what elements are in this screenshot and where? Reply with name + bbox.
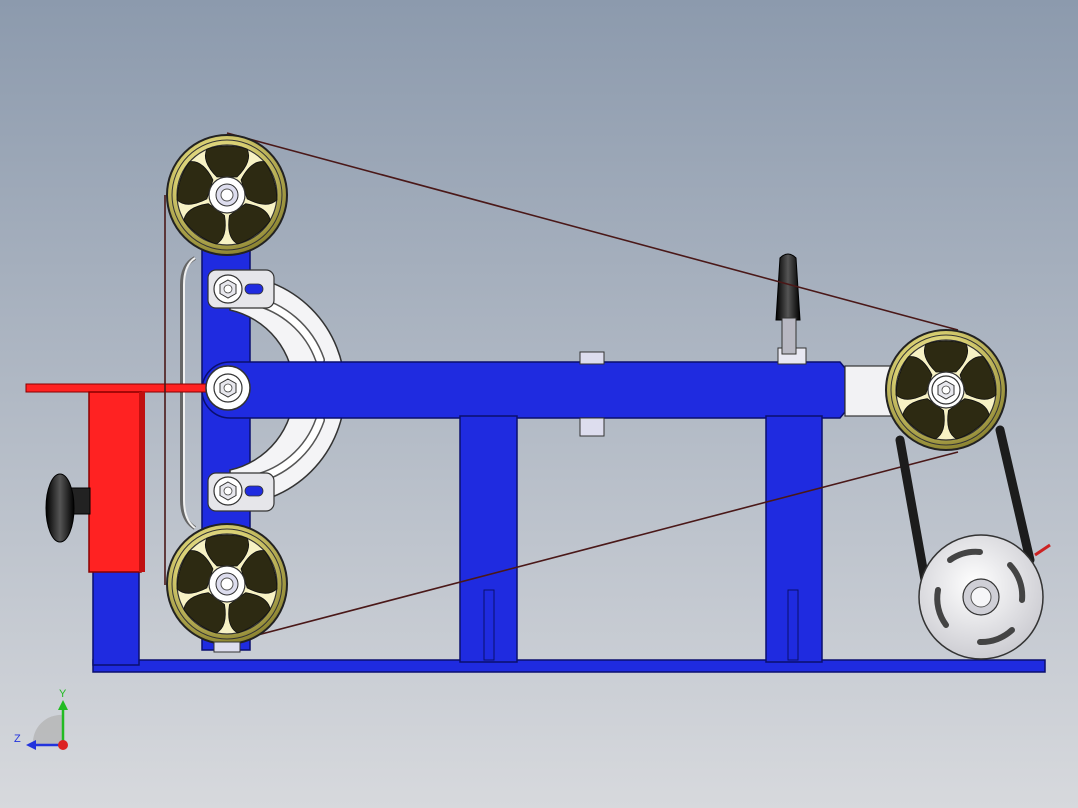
tension-lever-handle[interactable] [775,253,801,355]
motor-pulley[interactable] [918,534,1051,660]
z-axis-label: Z [14,733,21,745]
bottom-contact-wheel[interactable] [166,523,288,645]
top-contact-wheel[interactable] [166,134,288,256]
orientation-triad[interactable]: Y Z [14,688,68,750]
adjust-knob[interactable] [45,473,91,543]
upper-tracking-bracket[interactable] [207,269,275,309]
x-axis-dot [58,740,68,750]
y-axis-label: Y [59,688,67,700]
bottom-wheel-foot [213,641,241,653]
drive-belt [895,425,1035,585]
main-frame-arm[interactable] [201,361,941,663]
abrasive-belt [164,132,959,644]
drive-wheel-nut [931,375,961,405]
base-plate[interactable] [92,659,1046,673]
work-rest[interactable] [25,383,207,573]
lower-tracking-bracket[interactable] [207,472,275,512]
pivot-bolt[interactable] [205,365,251,411]
